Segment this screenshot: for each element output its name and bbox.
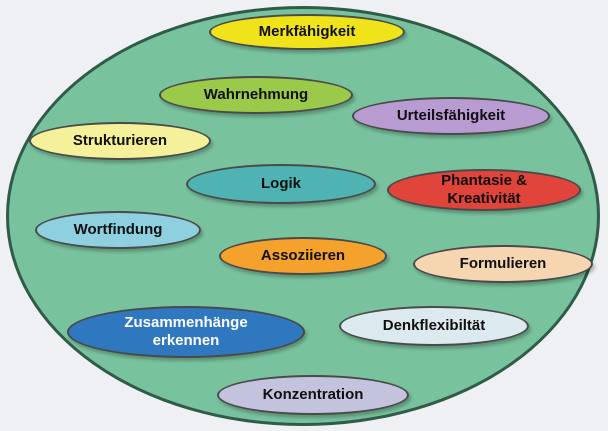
pill-logik: Logik [186,164,376,204]
pill-zusammenhaenge: Zusammenhänge erkennen [67,306,305,358]
pill-label-phantasie: Phantasie & Kreativität [441,172,527,207]
pill-label-zusammenhaenge: Zusammenhänge erkennen [124,314,248,349]
pill-wahrnehmung: Wahrnehmung [159,76,353,114]
pill-label-wahrnehmung: Wahrnehmung [203,86,309,103]
pill-urteilsfaehigkeit: Urteilsfähigkeit [352,97,550,135]
pill-strukturieren: Strukturieren [29,122,211,160]
pill-label-konzentration: Konzentration [262,386,364,403]
pill-label-logik: Logik [261,175,301,192]
pill-merkfaehigkeit: Merkfähigkeit [209,14,405,50]
pill-label-denkflexibilitaet: Denkflexibiltät [382,317,486,334]
pill-assoziieren: Assoziieren [219,237,387,275]
pill-formulieren: Formulieren [413,245,593,283]
pill-label-merkfaehigkeit: Merkfähigkeit [258,23,356,40]
pill-label-strukturieren: Strukturieren [72,132,168,149]
pill-denkflexibilitaet: Denkflexibiltät [339,306,529,346]
pill-phantasie: Phantasie & Kreativität [387,169,581,211]
pill-wortfindung: Wortfindung [35,211,201,249]
pill-label-wortfindung: Wortfindung [73,221,163,238]
pill-konzentration: Konzentration [217,375,409,415]
pill-label-formulieren: Formulieren [459,255,547,272]
pill-label-urteilsfaehigkeit: Urteilsfähigkeit [396,107,506,124]
pill-label-assoziieren: Assoziieren [260,247,346,264]
